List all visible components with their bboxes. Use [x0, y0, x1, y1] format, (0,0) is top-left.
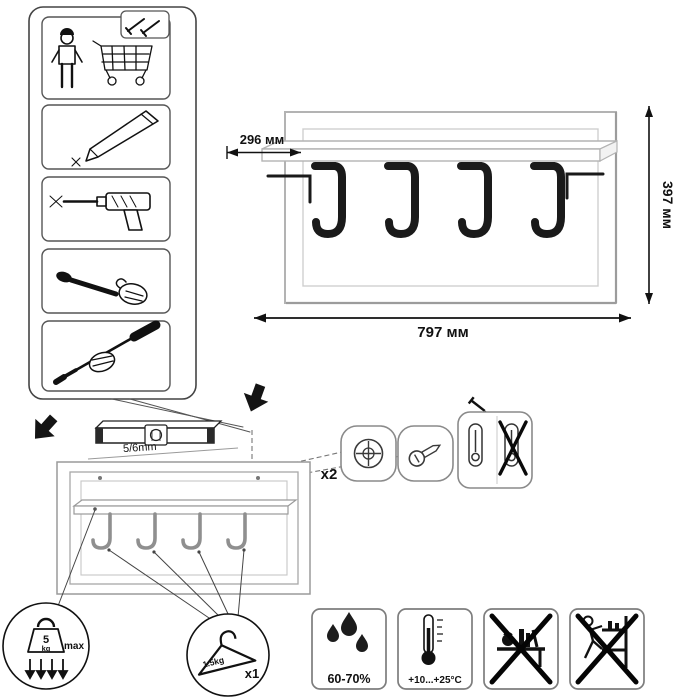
- shelf-max-text-label: max: [64, 641, 84, 652]
- coat-hook: [311, 162, 346, 239]
- coat-hook: [384, 162, 419, 239]
- keyhole-point: [256, 476, 260, 480]
- tools-panel: [28, 6, 251, 433]
- rack-hooks-outline: [91, 512, 247, 550]
- keyhole-point: [98, 476, 102, 480]
- buy-tools-cart-icon: [41, 10, 171, 100]
- panel-pointer-line: [111, 398, 244, 428]
- shopping-cart-icon: [92, 40, 153, 86]
- prohibition-cross-icon: [489, 613, 553, 685]
- drill-icon: [41, 176, 171, 242]
- water-drops-icon: [327, 612, 368, 652]
- hooks: [266, 162, 605, 239]
- drill-mark-label: 5/6mm: [123, 441, 157, 455]
- spirit-level-icon: [94, 420, 223, 446]
- width-label: 797 мм: [417, 324, 468, 341]
- shelf-max-unit-label: kg: [42, 644, 51, 653]
- arrow-icon: [243, 383, 269, 412]
- installation-diagram: 5/6mm: [34, 383, 533, 621]
- thermometer-icon: [421, 614, 443, 665]
- usage-conditions: 60-70% +10...+25°C: [311, 608, 645, 690]
- product-view: 296 мм 397 мм 797 мм: [226, 106, 676, 341]
- limit-leaders: [57, 509, 246, 621]
- shelf-max-value-label: 5: [43, 634, 49, 646]
- coat-hook: [530, 162, 565, 239]
- max-shelf-load-badge: 5 kg max: [2, 602, 90, 690]
- mounted-rack: [56, 461, 311, 595]
- prohibition-cross-icon: [575, 613, 639, 685]
- side-hook-right: [565, 172, 605, 200]
- temperature-card: +10...+25°C: [397, 608, 473, 690]
- keyhole-callout: [457, 396, 533, 489]
- weight-5kg-icon: [27, 617, 65, 653]
- depth-label: 296 мм: [240, 132, 285, 147]
- hardware-box: [120, 10, 170, 39]
- hook-count-label: x1: [245, 666, 259, 681]
- shelf: [261, 140, 618, 162]
- humidity-label: 60-70%: [327, 672, 370, 686]
- dimension-depth: 296 мм: [226, 132, 301, 159]
- humidity-card: 60-70%: [311, 608, 387, 690]
- height-label: 397 мм: [660, 181, 676, 229]
- screw-angled-icon: [408, 444, 442, 467]
- fastener-callout-a: [340, 425, 397, 482]
- arrow-icon: [34, 414, 58, 439]
- marking-line: [87, 447, 239, 460]
- prohibition-cross-icon: [498, 420, 528, 476]
- dimension-height: 397 мм: [645, 106, 676, 304]
- wall-plug-insert-icon: [41, 248, 171, 314]
- fastener-callout-b: [397, 425, 454, 482]
- no-climbing-card: [569, 608, 645, 690]
- load-direction-arrows: [24, 659, 69, 680]
- max-hook-load-badge: 1.5kg x1: [186, 613, 270, 697]
- dimension-width: 797 мм: [254, 313, 631, 341]
- temperature-label: +10...+25°C: [408, 675, 461, 686]
- hanger-icon: [197, 630, 257, 676]
- keyhole-bracket-icon: [468, 423, 519, 467]
- mount-direction-arrows: [34, 383, 269, 439]
- panel-pointer-line: [129, 398, 251, 433]
- side-hook-left: [266, 174, 312, 204]
- fasteners-count-label: x2: [321, 466, 338, 483]
- screws-icon: [125, 18, 160, 37]
- coat-hook: [457, 162, 492, 239]
- screwdriver-fasten-icon: [41, 320, 171, 392]
- pencil-marking-icon: [41, 104, 171, 170]
- no-overload-card: [483, 608, 559, 690]
